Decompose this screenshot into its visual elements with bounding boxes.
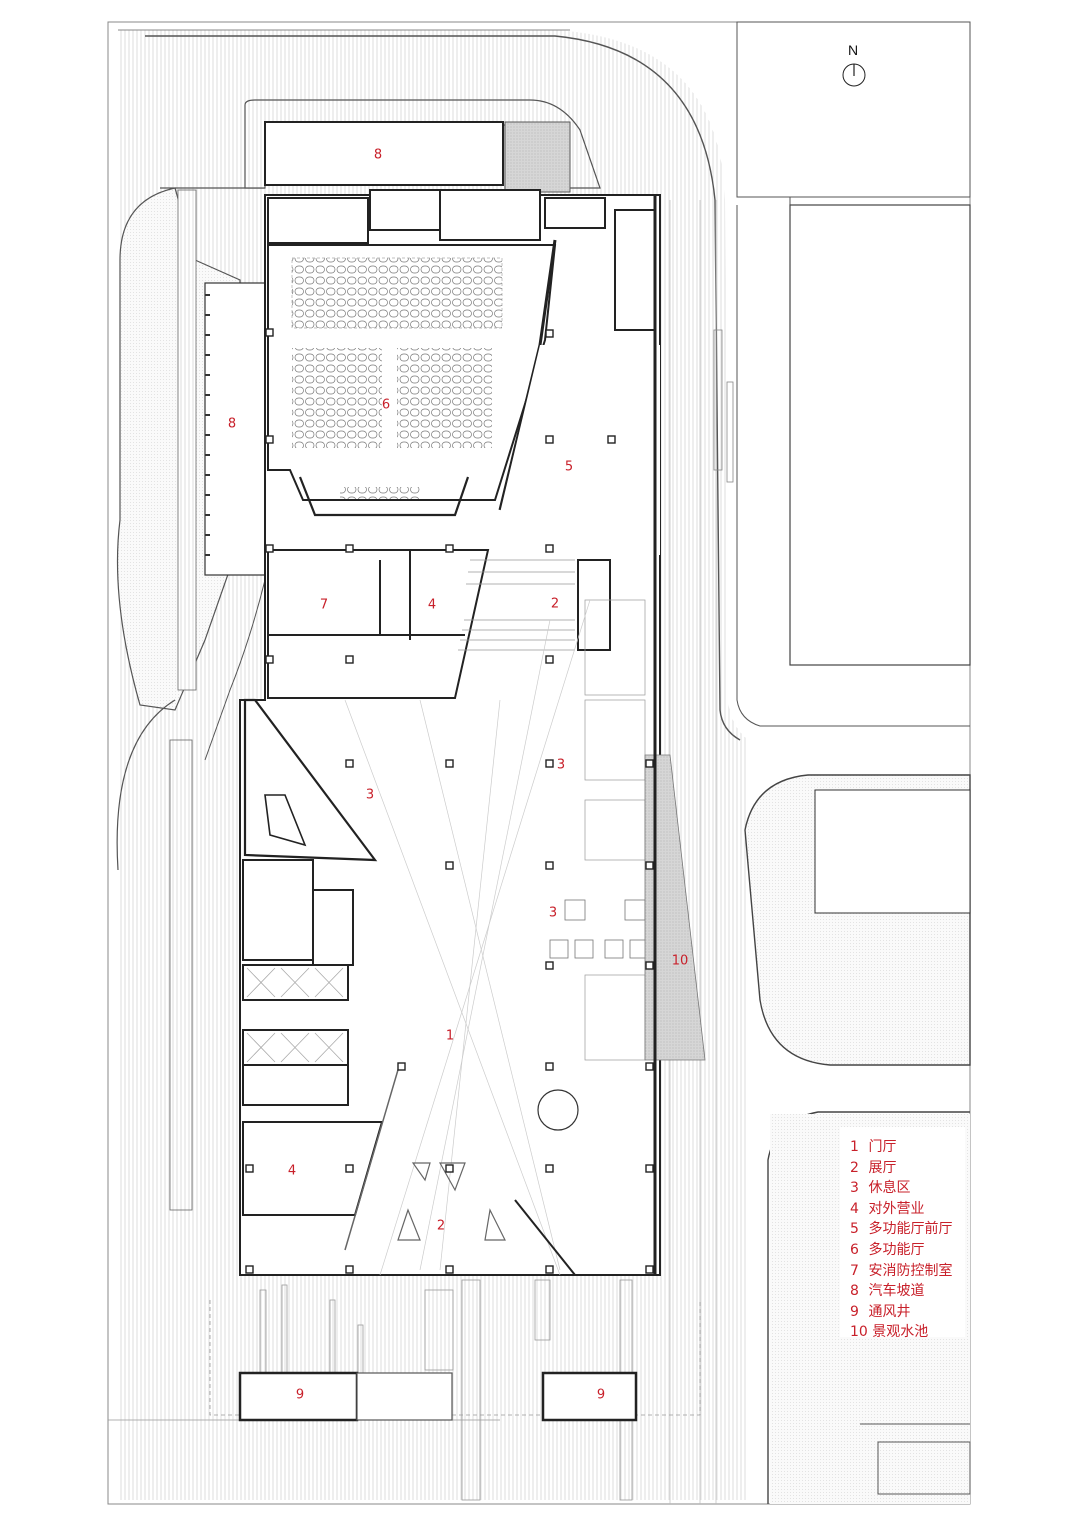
room-label-3b: 3 xyxy=(556,757,566,773)
room-label-2b: 2 xyxy=(436,1218,446,1234)
legend-item: 1 门厅 xyxy=(850,1139,897,1155)
legend-item: 8 汽车坡道 xyxy=(850,1283,925,1300)
legend-item: 2 展厅 xyxy=(850,1159,897,1176)
legend-item: 3 休息区 xyxy=(850,1180,911,1197)
legend-item: 5 多功能厅前厅 xyxy=(850,1221,953,1238)
legend: 1 门厅 2 展厅 3 休息区 4 对外营业 5 多功能厅前厅 6 多功能厅 7… xyxy=(850,1137,952,1343)
room-label-2a: 2 xyxy=(550,596,560,612)
room-label-3c: 3 xyxy=(548,905,558,921)
room-label-10: 10 xyxy=(671,953,689,969)
legend-item: 4 对外营业 xyxy=(850,1200,925,1217)
north-arrow-icon xyxy=(842,63,866,87)
room-label-3a: 3 xyxy=(365,787,375,803)
room-label-8b: 8 xyxy=(227,416,237,432)
legend-item: 6 多功能厅 xyxy=(850,1241,925,1258)
room-label-5: 5 xyxy=(564,459,574,475)
north-arrow-label: N xyxy=(847,42,859,58)
legend-item: 10 景观水池 xyxy=(850,1324,929,1341)
room-label-9b: 9 xyxy=(596,1387,606,1403)
room-label-6: 6 xyxy=(381,397,391,413)
room-label-1: 1 xyxy=(445,1028,455,1044)
room-label-8a: 8 xyxy=(373,147,383,163)
room-label-7: 7 xyxy=(319,597,329,613)
legend-item: 7 安消防控制室 xyxy=(850,1262,953,1279)
room-label-4a: 4 xyxy=(427,597,437,613)
room-label-9a: 9 xyxy=(295,1387,305,1403)
legend-item: 9 通风井 xyxy=(850,1303,911,1320)
room-label-4b: 4 xyxy=(287,1163,297,1179)
